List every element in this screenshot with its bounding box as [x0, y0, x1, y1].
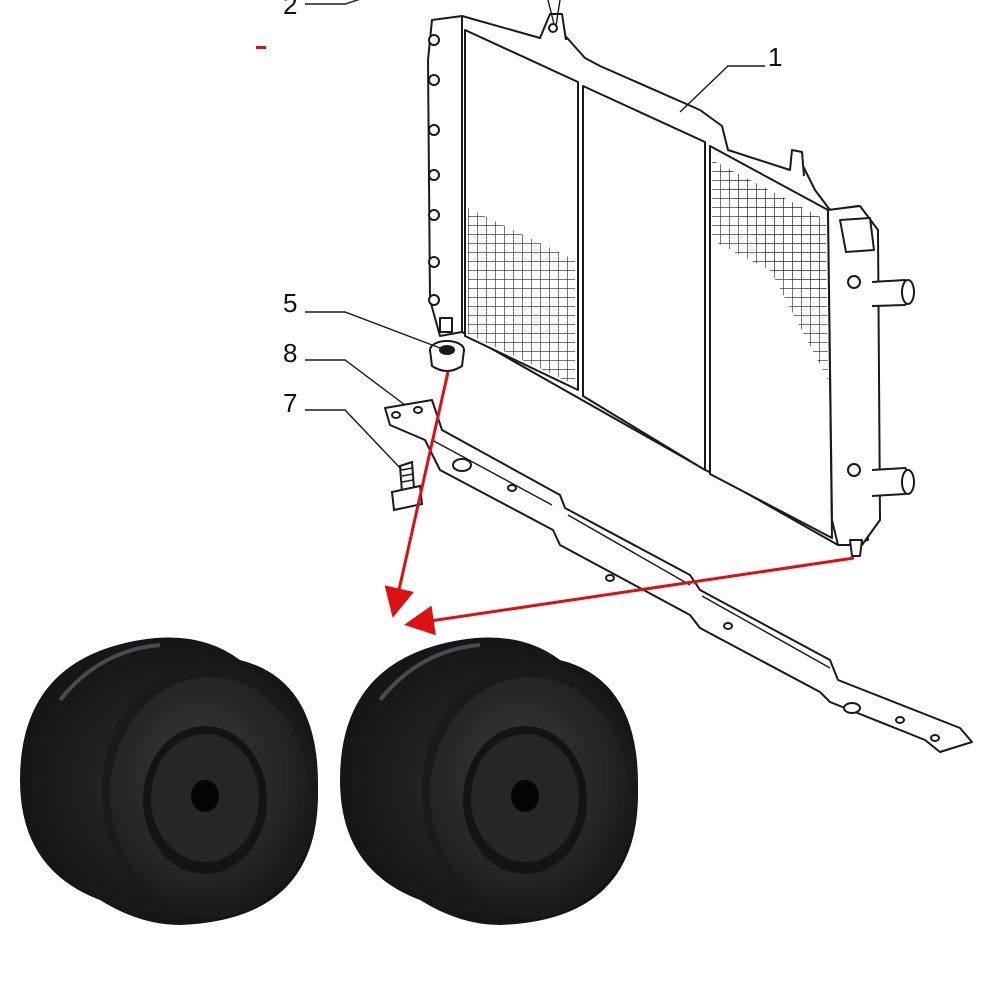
radiator-right-tank — [827, 205, 881, 546]
leader-lines — [305, 0, 765, 471]
rubber-mount-photo-1 — [20, 637, 319, 925]
red-arrows — [384, 371, 855, 636]
callout-7: 7 — [283, 388, 297, 418]
leader-8 — [305, 359, 406, 406]
part-7-screw-drawing — [390, 460, 424, 512]
red-mark — [256, 46, 266, 49]
leader-top — [547, 0, 561, 27]
callout-1: 1 — [768, 42, 782, 72]
radiator-right-pin — [849, 539, 863, 557]
mounting-rail — [384, 399, 973, 753]
callout-5: 5 — [283, 288, 297, 318]
callout-2: 2 — [283, 0, 297, 20]
rubber-mount-photo-2 — [340, 637, 639, 925]
callouts: 2 1 5 8 7 — [283, 0, 782, 418]
arrow-right-mount — [404, 556, 855, 636]
callout-8: 8 — [283, 338, 297, 368]
leader-2 — [305, 0, 360, 5]
leader-1 — [679, 65, 765, 113]
leader-5 — [305, 311, 441, 349]
leader-7 — [305, 409, 403, 471]
radiator-core-middle — [582, 85, 706, 471]
part-5-grommet-drawing — [429, 340, 465, 372]
radiator — [427, 13, 915, 557]
arrow-left-mount — [384, 371, 450, 618]
